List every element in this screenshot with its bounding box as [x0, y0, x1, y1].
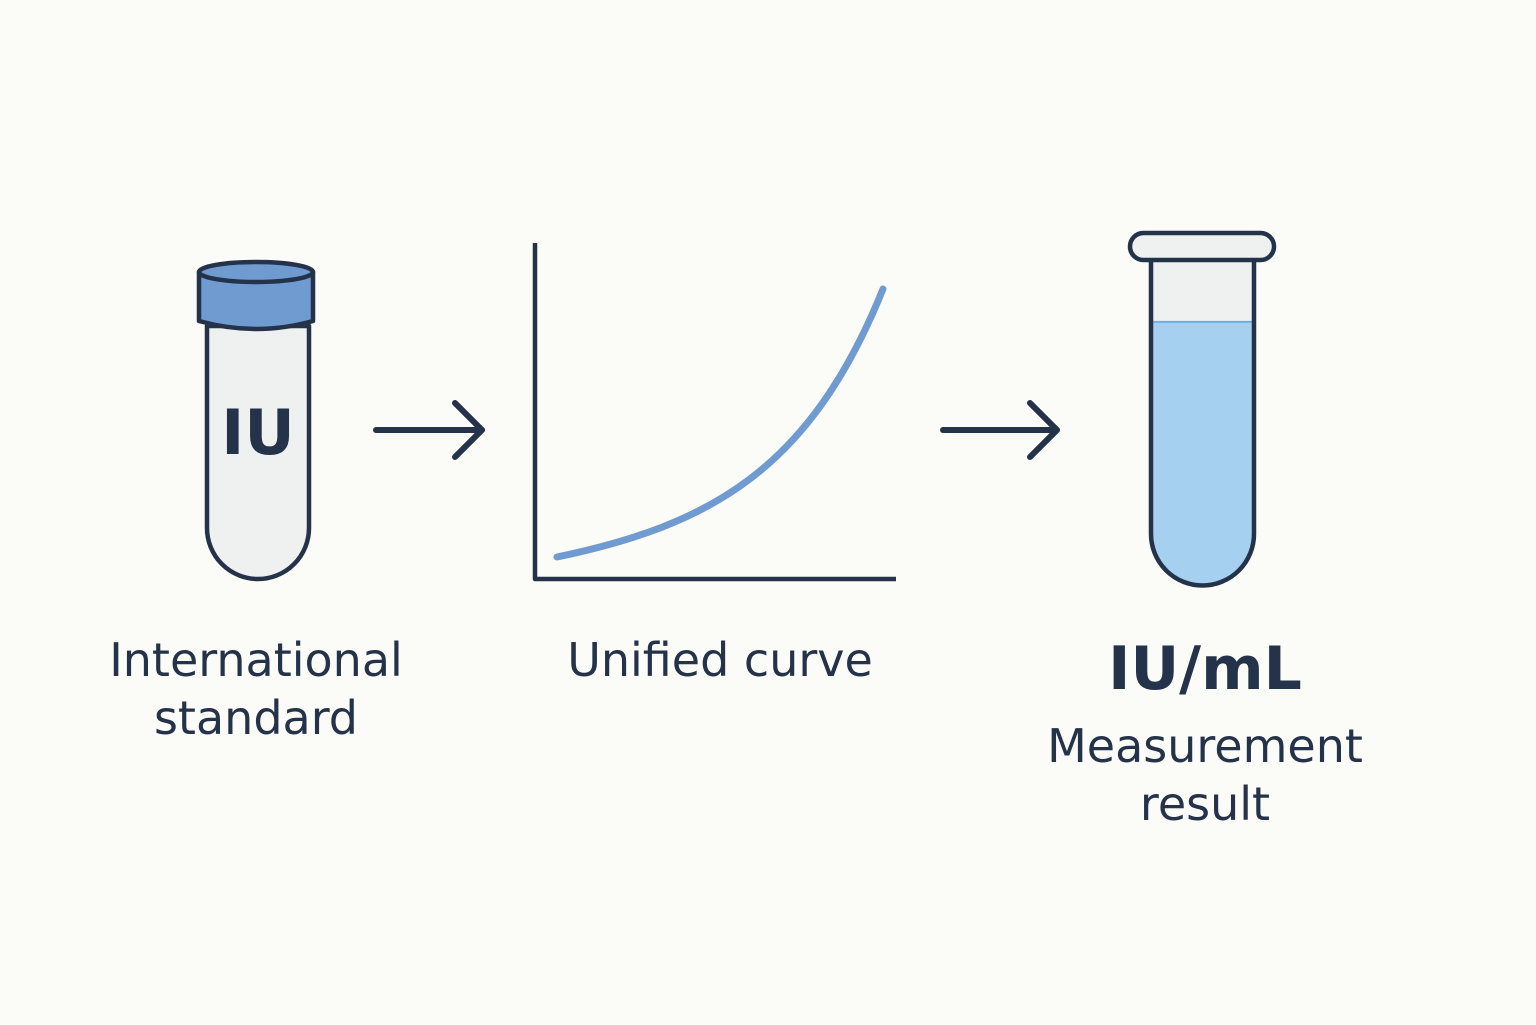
test-tube-filled-icon — [1127, 230, 1277, 588]
result-units-label: IU/mL — [1108, 634, 1302, 704]
curve-axes — [532, 243, 896, 582]
standard-tube-label: IU — [221, 396, 294, 469]
test-tube-capped-icon: IU — [196, 259, 316, 582]
arrow-right-icon — [940, 400, 1060, 460]
unified-curve-label: Unified curve — [567, 633, 873, 687]
calibration-curve-icon — [532, 243, 896, 582]
standard-tube-cap-top — [196, 259, 316, 285]
measurement-result-label: Measurement result — [1047, 719, 1363, 831]
result-tube-outline — [1148, 256, 1257, 588]
standard-tube-cap — [196, 269, 316, 332]
calibration-curve-line — [553, 285, 887, 561]
international-standard-label: International standard — [109, 633, 403, 745]
arrow-right-icon — [373, 400, 485, 460]
standard-tube-body — [204, 323, 312, 582]
result-tube-rim — [1127, 230, 1277, 263]
result-tube-liquid — [1151, 321, 1254, 586]
